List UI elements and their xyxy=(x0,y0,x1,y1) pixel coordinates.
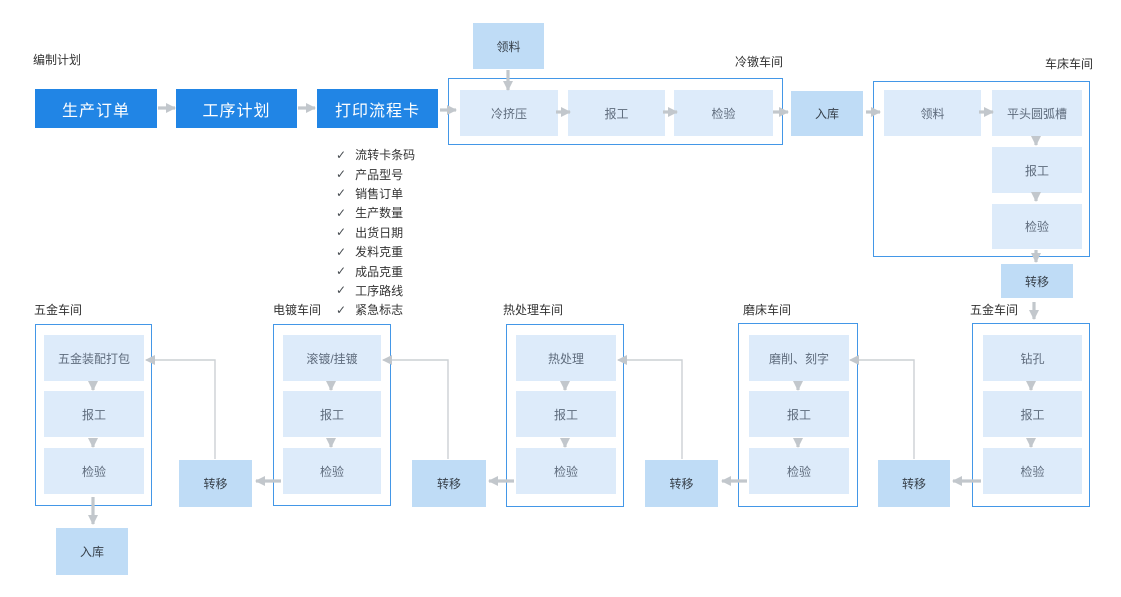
process-step: 报工 xyxy=(983,391,1082,437)
checklist-item: ✓ 流转卡条码 xyxy=(336,145,415,164)
process-step: 报工 xyxy=(283,391,381,437)
process-step: 五金装配打包 xyxy=(44,335,144,381)
checklist-item: ✓ 成品克重 xyxy=(336,261,415,280)
process-step: 检验 xyxy=(674,90,773,136)
checklist-item-label: 生产数量 xyxy=(355,206,404,221)
transfer-wire xyxy=(145,355,216,459)
checklist-item-label: 工序路线 xyxy=(355,283,404,298)
check-icon: ✓ xyxy=(336,186,347,201)
process-step: 检验 xyxy=(749,448,849,494)
process-step: 报工 xyxy=(568,90,665,136)
checklist-item-label: 流转卡条码 xyxy=(355,148,416,163)
workshop-title-cold-heading: 冷镦车间 xyxy=(734,55,783,69)
process-step: 报工 xyxy=(749,391,849,437)
process-step: 报工 xyxy=(44,391,144,437)
checklist-item-label: 发料克重 xyxy=(355,245,404,260)
check-icon: ✓ xyxy=(336,205,347,220)
checklist-item: ✓ 销售订单 xyxy=(336,184,415,203)
process-step: 检验 xyxy=(44,448,144,494)
process-step: 报工 xyxy=(992,147,1082,193)
check-icon: ✓ xyxy=(336,244,347,259)
process-step: 冷挤压 xyxy=(460,90,558,136)
checklist-item-label: 出货日期 xyxy=(355,225,404,240)
workshop-title-hardware-left: 五金车间 xyxy=(34,303,83,317)
process-step: 钻孔 xyxy=(983,335,1082,381)
workshop-group-hardware-left: 五金装配打包 报工 检验 xyxy=(35,324,152,506)
process-step: 检验 xyxy=(983,448,1082,494)
checklist-item-label: 销售订单 xyxy=(355,186,404,201)
checklist-item-label: 成品克重 xyxy=(355,264,404,279)
checklist-item: ✓ 出货日期 xyxy=(336,223,415,242)
flow-card-checklist: ✓ 流转卡条码 ✓ 产品型号 ✓ 销售订单 ✓ 生产数量 ✓ 出货日期 ✓ 发料克重 ✓ 成品… xyxy=(336,145,415,320)
workshop-title-lathe: 车床车间 xyxy=(1044,57,1093,71)
workshop-group-plating: 滚镀/挂镀 报工 检验 xyxy=(273,324,391,506)
checklist-item: ✓ 紧急标志 xyxy=(336,300,415,319)
plan-label: 编制计划 xyxy=(33,53,82,67)
workshop-group-heat: 热处理 报工 检验 xyxy=(506,324,624,507)
process-step: 热处理 xyxy=(516,335,616,381)
checklist-item-label: 紧急标志 xyxy=(355,303,404,318)
check-icon: ✓ xyxy=(336,283,347,298)
transfer-box: 转移 xyxy=(878,460,950,507)
workshop-title-grinding: 磨床车间 xyxy=(743,303,792,317)
process-step: 平头圆弧槽 xyxy=(992,90,1082,136)
plan-step-production-order: 生产订单 xyxy=(35,89,157,128)
check-icon: ✓ xyxy=(336,147,347,162)
warehouse-in-box: 入库 xyxy=(791,91,863,136)
process-step: 检验 xyxy=(516,448,616,494)
final-warehouse-in-box: 入库 xyxy=(56,528,128,575)
process-step: 检验 xyxy=(992,204,1082,249)
check-icon: ✓ xyxy=(336,167,347,182)
process-step: 检验 xyxy=(283,448,381,494)
check-icon: ✓ xyxy=(336,264,347,279)
checklist-item: ✓ 产品型号 xyxy=(336,164,415,183)
workshop-group-cold-heading: 冷挤压 报工 检验 xyxy=(448,78,783,145)
process-step: 滚镀/挂镀 xyxy=(283,335,381,381)
checklist-item: ✓ 发料克重 xyxy=(336,242,415,261)
material-pick-box: 领料 xyxy=(473,23,544,69)
check-icon: ✓ xyxy=(336,302,347,317)
transfer-box: 转移 xyxy=(412,460,486,507)
plan-step-print-flow-card: 打印流程卡 xyxy=(317,89,438,128)
transfer-wire xyxy=(849,355,915,459)
workshop-group-lathe: 领料 平头圆弧槽 报工 检验 xyxy=(873,81,1090,257)
check-icon: ✓ xyxy=(336,225,347,240)
transfer-wire xyxy=(382,355,449,459)
workshop-title-plating: 电镀车间 xyxy=(273,303,322,317)
checklist-item: ✓ 生产数量 xyxy=(336,203,415,222)
plan-step-process-plan: 工序计划 xyxy=(176,89,297,128)
transfer-box: 转移 xyxy=(1001,264,1073,298)
workshop-title-hardware-right: 五金车间 xyxy=(970,303,1019,317)
workshop-group-grinding: 磨削、刻字 报工 检验 xyxy=(738,323,858,507)
transfer-box: 转移 xyxy=(645,460,718,507)
checklist-item-label: 产品型号 xyxy=(355,167,404,182)
process-step: 磨削、刻字 xyxy=(749,335,849,381)
process-step: 报工 xyxy=(516,391,616,437)
workshop-group-hardware-right: 钻孔 报工 检验 xyxy=(972,323,1090,507)
checklist-item: ✓ 工序路线 xyxy=(336,281,415,300)
transfer-box: 转移 xyxy=(179,460,252,507)
transfer-wire xyxy=(617,355,683,459)
process-step: 领料 xyxy=(884,90,981,136)
workshop-title-heat: 热处理车间 xyxy=(503,303,564,317)
